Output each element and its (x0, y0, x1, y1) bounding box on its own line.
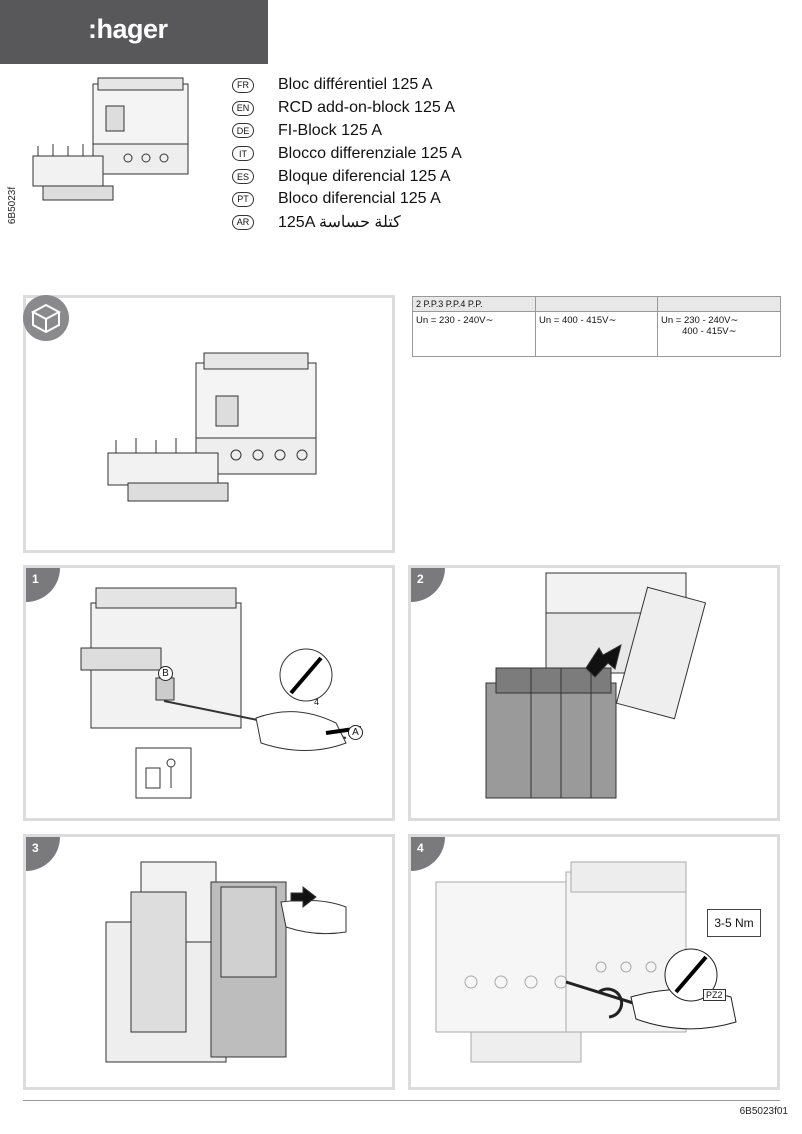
package-contents-panel (23, 295, 395, 553)
language-title-list: FR Bloc différentiel 125 A EN RCD add-on… (232, 74, 462, 234)
spec-table-row: Un = 230 - 240V∼ Un = 400 - 415V∼ Un = 2… (413, 312, 780, 357)
package-box-icon (23, 295, 69, 341)
language-row-ar: AR 125A كتلة حساسة (232, 211, 462, 234)
torque-value: 3-5 Nm (714, 916, 754, 930)
product-title: Blocco differenziale 125 A (278, 144, 462, 162)
document-code-vertical: 6B5023f (7, 186, 19, 225)
breaker-removal-illustration (80, 587, 362, 799)
language-row-es: ES Bloque diferencial 125 A (232, 165, 462, 188)
step-number-tab: 3 (26, 837, 60, 871)
callout-b: B (158, 666, 173, 681)
language-badge: ES (232, 169, 254, 185)
tool-size-label: 4 (314, 697, 320, 707)
footer-divider (23, 1100, 780, 1101)
spec-cell: Un = 400 - 415V∼ (536, 312, 658, 357)
voltage-spec-table: 2 P.P.3 P.P.4 P.P. Un = 230 - 240V∼ Un =… (412, 296, 781, 357)
language-badge: EN (232, 100, 254, 116)
box-icon (30, 303, 62, 334)
bit-type-label: PZ2 (703, 989, 726, 1001)
spec-cell: Un = 230 - 240V∼ 400 - 415V∼ (661, 315, 739, 337)
spec-cell: Un = 230 - 240V∼ (413, 312, 536, 357)
language-badge: AR (232, 214, 254, 230)
rcd-block-illustration (107, 352, 317, 502)
product-thumbnail-illustration (32, 77, 189, 201)
language-badge: PT (232, 191, 254, 207)
language-badge: DE (232, 123, 254, 139)
footer-document-code: 6B5023f01 (739, 1106, 788, 1117)
step-number: 4 (417, 841, 424, 855)
spec-header-cell (536, 297, 658, 311)
product-title: FI-Block 125 A (278, 121, 383, 139)
step-number: 2 (417, 572, 424, 586)
rcd-attach-illustration (485, 572, 707, 799)
language-row-it: IT Blocco differenziale 125 A (232, 142, 462, 165)
step-2-panel: 2 (408, 565, 780, 821)
language-badge: FR (232, 77, 254, 93)
step-4-panel: 4 3-5 Nm PZ2 (408, 834, 780, 1090)
language-row-fr: FR Bloc différentiel 125 A (232, 74, 462, 97)
torque-spec-box: 3-5 Nm (707, 909, 761, 937)
step-3-panel: 3 (23, 834, 395, 1090)
step-1-panel: 1 B A 4 (23, 565, 395, 821)
product-title: Bloc différentiel 125 A (278, 76, 433, 94)
brand-header-bar: :hager (0, 0, 268, 64)
spec-header-cell: 2 P.P.3 P.P.4 P.P. (413, 297, 536, 311)
language-badge: IT (232, 146, 254, 162)
language-row-de: DE FI-Block 125 A (232, 120, 462, 143)
language-row-en: EN RCD add-on-block 125 A (232, 97, 462, 120)
step-number-tab: 2 (411, 568, 445, 602)
product-title: RCD add-on-block 125 A (278, 99, 455, 117)
product-title: Bloque diferencial 125 A (278, 167, 451, 185)
product-title: Bloco diferencial 125 A (278, 190, 441, 208)
step-number: 1 (32, 572, 39, 586)
callout-a: A (348, 725, 363, 740)
rcd-slide-illustration (105, 861, 347, 1063)
brand-logo: :hager (88, 14, 168, 44)
language-row-pt: PT Bloco diferencial 125 A (232, 188, 462, 211)
product-title: 125A كتلة حساسة (278, 214, 401, 232)
spec-table-header: 2 P.P.3 P.P.4 P.P. (413, 297, 780, 312)
step-number: 3 (32, 841, 39, 855)
spec-header-cell (658, 297, 780, 311)
tighten-screws-illustration (435, 861, 737, 1063)
